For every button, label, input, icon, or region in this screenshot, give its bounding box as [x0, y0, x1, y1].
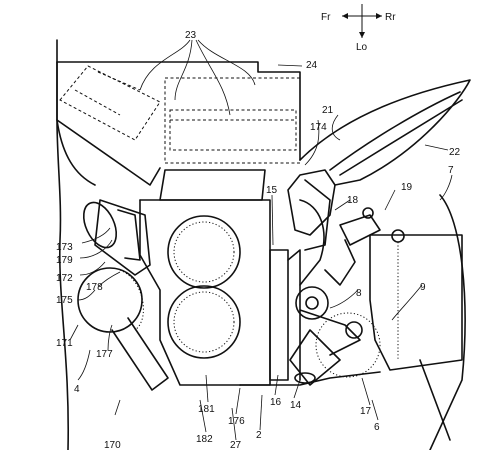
label-178: 178	[86, 282, 103, 293]
label-21: 21	[322, 105, 334, 116]
label-172: 172	[56, 273, 73, 284]
label-174: 174	[310, 122, 327, 133]
pivot-mechanism	[289, 286, 381, 386]
label-16: 16	[270, 397, 282, 408]
throttle-bodies	[167, 215, 241, 359]
label-177: 177	[96, 349, 113, 360]
lower-outline	[239, 371, 381, 386]
label-8: 8	[356, 288, 362, 299]
label-18: 18	[347, 195, 359, 206]
label-19: 19	[401, 182, 413, 193]
label-6: 6	[374, 422, 380, 433]
label-9: 9	[420, 282, 426, 293]
label-170: 170	[104, 440, 121, 450]
label-181: 181	[198, 404, 215, 415]
label-179: 179	[56, 255, 73, 266]
label-2: 2	[256, 430, 262, 441]
cylinder-head	[139, 169, 271, 386]
label-4: 4	[74, 384, 80, 395]
air-cleaner-box	[59, 65, 301, 164]
label-17: 17	[360, 406, 372, 417]
label-22: 22	[449, 147, 461, 158]
label-24: 24	[306, 60, 318, 71]
lower-label: Lo	[356, 42, 368, 53]
label-15: 15	[266, 185, 278, 196]
rear-housing	[369, 194, 466, 450]
label-27: 27	[230, 440, 242, 450]
label-182: 182	[196, 434, 213, 445]
label-23: 23	[185, 30, 197, 41]
rear-label: Rr	[385, 12, 396, 23]
label-171: 171	[56, 338, 73, 349]
pump-plate	[269, 249, 301, 381]
label-14: 14	[290, 400, 302, 411]
vehicle-body-outline	[56, 39, 301, 450]
front-label: Fr	[321, 12, 331, 23]
label-176: 176	[228, 416, 245, 427]
linkage	[287, 169, 381, 286]
intake-ducts	[82, 199, 151, 276]
label-175: 175	[56, 295, 73, 306]
reference-numerals: 23 24 21 174 22 15 18 19 7 173 179 172 1…	[56, 30, 461, 450]
label-7: 7	[448, 165, 454, 176]
label-173: 173	[56, 242, 73, 253]
seat-cowl	[299, 79, 471, 186]
leader-lines	[69, 39, 453, 441]
direction-indicator: Fr Rr Lo	[321, 4, 396, 53]
